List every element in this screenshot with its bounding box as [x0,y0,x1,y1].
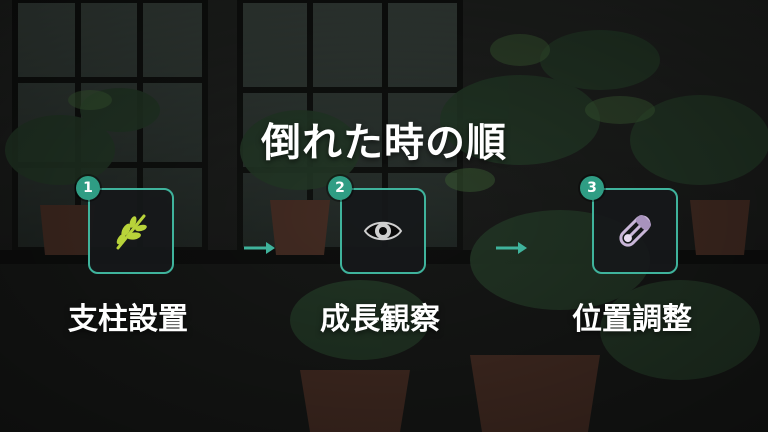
step-2-number-badge: 2 [328,176,352,200]
page-title: 倒れた時の順 [261,120,507,166]
step-1-number-badge: 1 [76,176,100,200]
step-2-label: 成長観察 [320,302,440,337]
herb-icon [116,214,147,250]
step-1-icon-box [88,188,174,274]
step-3-icon-box [592,188,678,274]
step-3-label: 位置調整 [572,302,692,337]
step-2-icon-box [340,188,426,274]
eye-icon [363,221,403,241]
arrow-right-icon [496,242,527,254]
arrow-right-icon [244,242,275,254]
step-3-number-badge: 3 [580,176,604,200]
step-1-label: 支柱設置 [68,302,188,337]
safety-pin-icon [619,214,652,247]
